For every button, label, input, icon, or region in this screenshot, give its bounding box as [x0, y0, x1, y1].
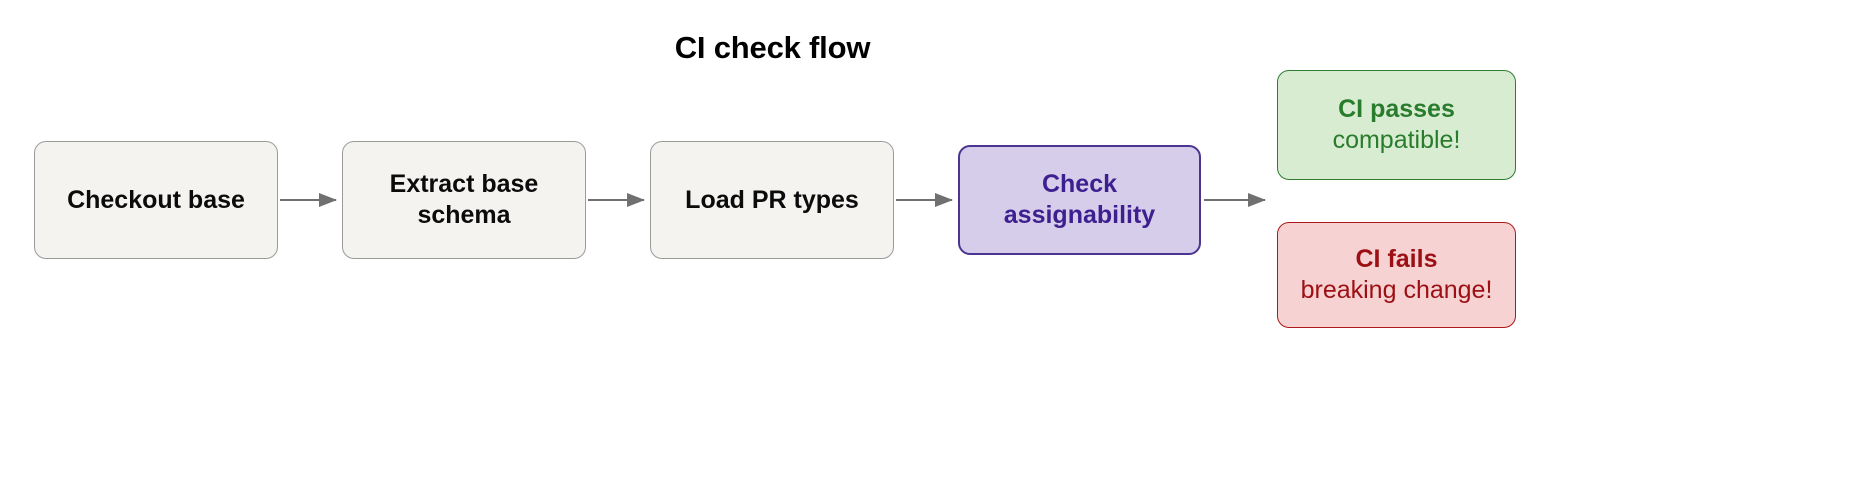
node-label-line2: assignability: [1003, 201, 1156, 229]
node-ci-fails[interactable]: CI fails breaking change!: [1277, 222, 1516, 328]
node-label: Load PR types: [685, 185, 859, 214]
node-label: Check: [1041, 170, 1118, 198]
node-label: Checkout base: [67, 185, 245, 214]
node-ci-passes[interactable]: CI passes compatible!: [1277, 70, 1516, 180]
node-check-assignability[interactable]: Check assignability: [958, 145, 1201, 255]
node-checkout-base[interactable]: Checkout base: [34, 141, 278, 259]
node-sublabel: compatible!: [1332, 126, 1461, 154]
node-label: CI fails: [1355, 245, 1438, 273]
page-title: CI check flow: [674, 30, 871, 65]
node-sublabel: breaking change!: [1300, 276, 1493, 304]
node-label-line2: schema: [417, 201, 511, 229]
node-extract-base-schema[interactable]: Extract base schema: [342, 141, 586, 259]
node-label: Extract base: [389, 170, 539, 198]
node-load-pr-types[interactable]: Load PR types: [650, 141, 894, 259]
node-label: CI passes: [1338, 95, 1455, 123]
